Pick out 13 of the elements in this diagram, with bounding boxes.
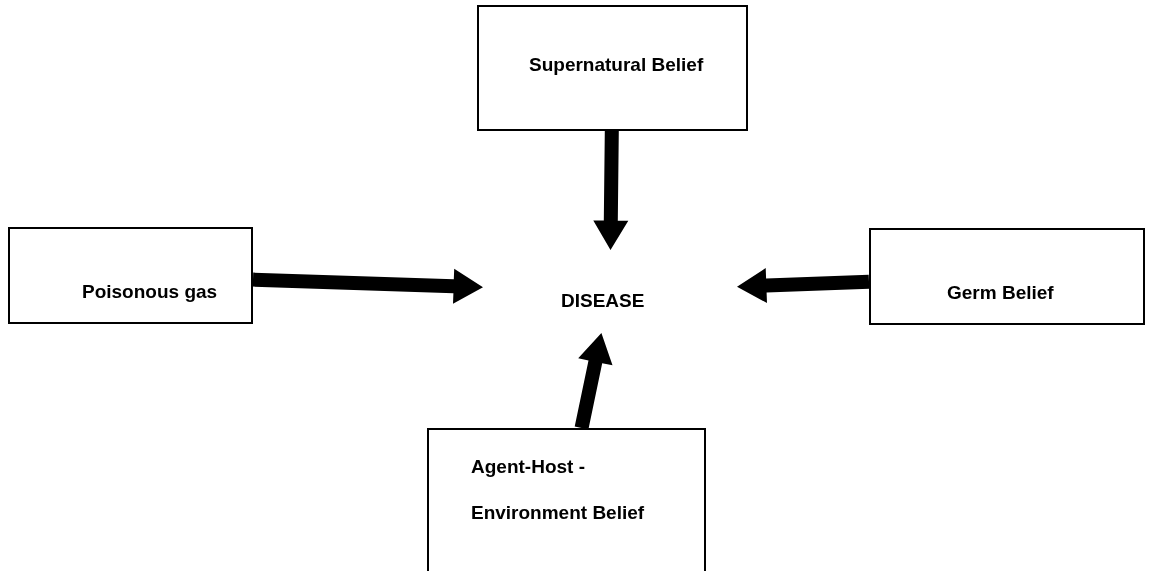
block-arrow	[574, 333, 613, 430]
block-arrow	[737, 268, 870, 304]
block-arrow	[593, 130, 629, 250]
box-label: Poisonous gas	[82, 280, 219, 304]
belief-box	[8, 227, 253, 324]
disease-label: DISEASE	[561, 289, 646, 313]
box-label: Germ Belief	[947, 281, 1055, 305]
box-label: Agent-Host -Environment Belief	[471, 455, 646, 525]
belief-box	[869, 228, 1145, 325]
box-label: Supernatural Belief	[529, 53, 705, 77]
block-arrow	[252, 268, 483, 304]
belief-box	[427, 428, 706, 571]
belief-box	[477, 5, 748, 131]
